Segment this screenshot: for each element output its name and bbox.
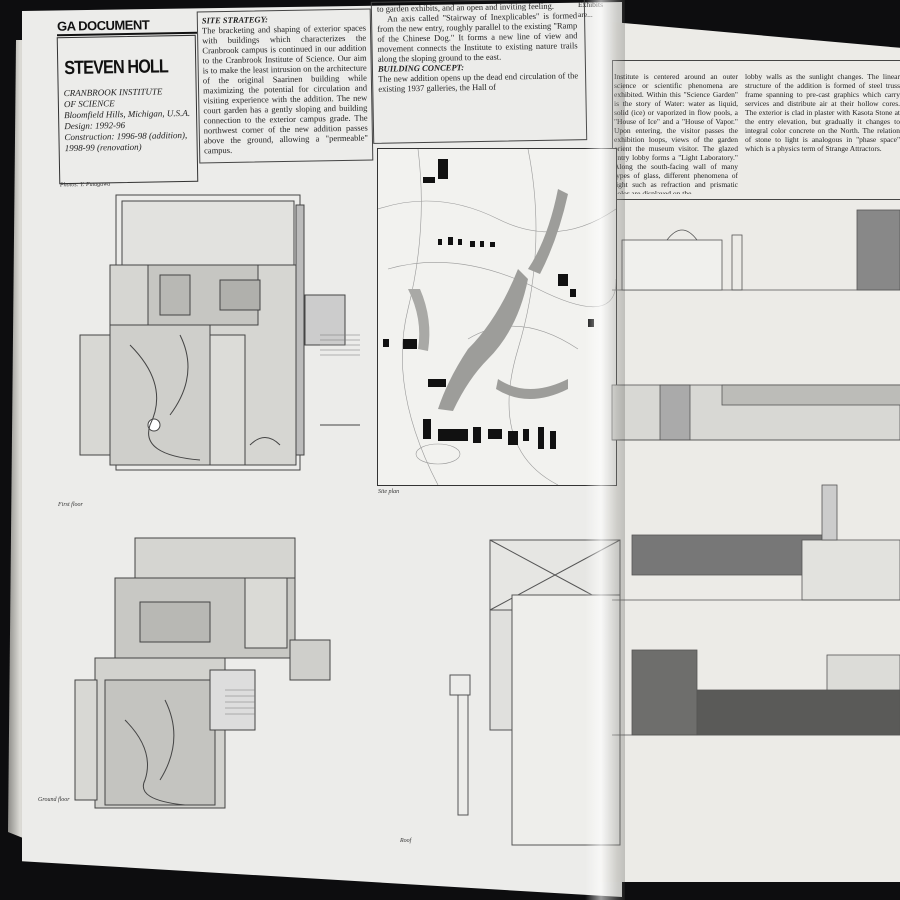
- site-plan-frame: [377, 148, 617, 486]
- site-plan-caption: Site plan: [378, 489, 400, 495]
- ground-floor-caption: Ground floor: [38, 797, 70, 803]
- right-text-column-2: lobby walls as the sunlight changes. The…: [745, 72, 900, 194]
- right-page: [600, 22, 900, 882]
- roof-caption: Roof: [400, 838, 412, 844]
- col2-paragraph: An axis called "Stairway of Inexplicable…: [377, 10, 578, 64]
- first-floor-plan: [79, 194, 360, 471]
- elevation-drawings: [611, 209, 900, 736]
- site-strategy-body: The bracketing and shaping of exterior s…: [201, 22, 368, 156]
- meta-line: Bloomfield Hills, Michigan, U.S.A.: [64, 107, 191, 121]
- right-column-1-text: Institute is centered around an outer sc…: [614, 72, 738, 194]
- col2-paragraph: The new addition opens up the dead end c…: [378, 70, 579, 94]
- text-column-site-strategy: SITE STRATEGY: The bracketing and shapin…: [202, 13, 369, 161]
- right-column-2-text: lobby walls as the sunlight changes. The…: [745, 72, 900, 153]
- architect-name: STEVEN HOLL: [64, 56, 169, 80]
- ground-floor-plan: [74, 537, 331, 809]
- project-meta: CRANBROOK INSTITUTE OF SCIENCE Bloomfiel…: [64, 86, 193, 154]
- project-title-box: STEVEN HOLL CRANBROOK INSTITUTE OF SCIEN…: [56, 34, 199, 185]
- right-text-column-1: Institute is centered around an outer sc…: [614, 72, 738, 194]
- text-column-building-concept: to garden exhibits, and an open and invi…: [377, 0, 579, 139]
- book-gutter-shadow: [585, 0, 625, 900]
- first-floor-caption: First floor: [58, 502, 83, 508]
- site-plan-map: [378, 149, 616, 485]
- magazine-header-label: GA DOCUMENT: [56, 17, 150, 34]
- meta-line: 1998-99 (renovation): [64, 141, 142, 154]
